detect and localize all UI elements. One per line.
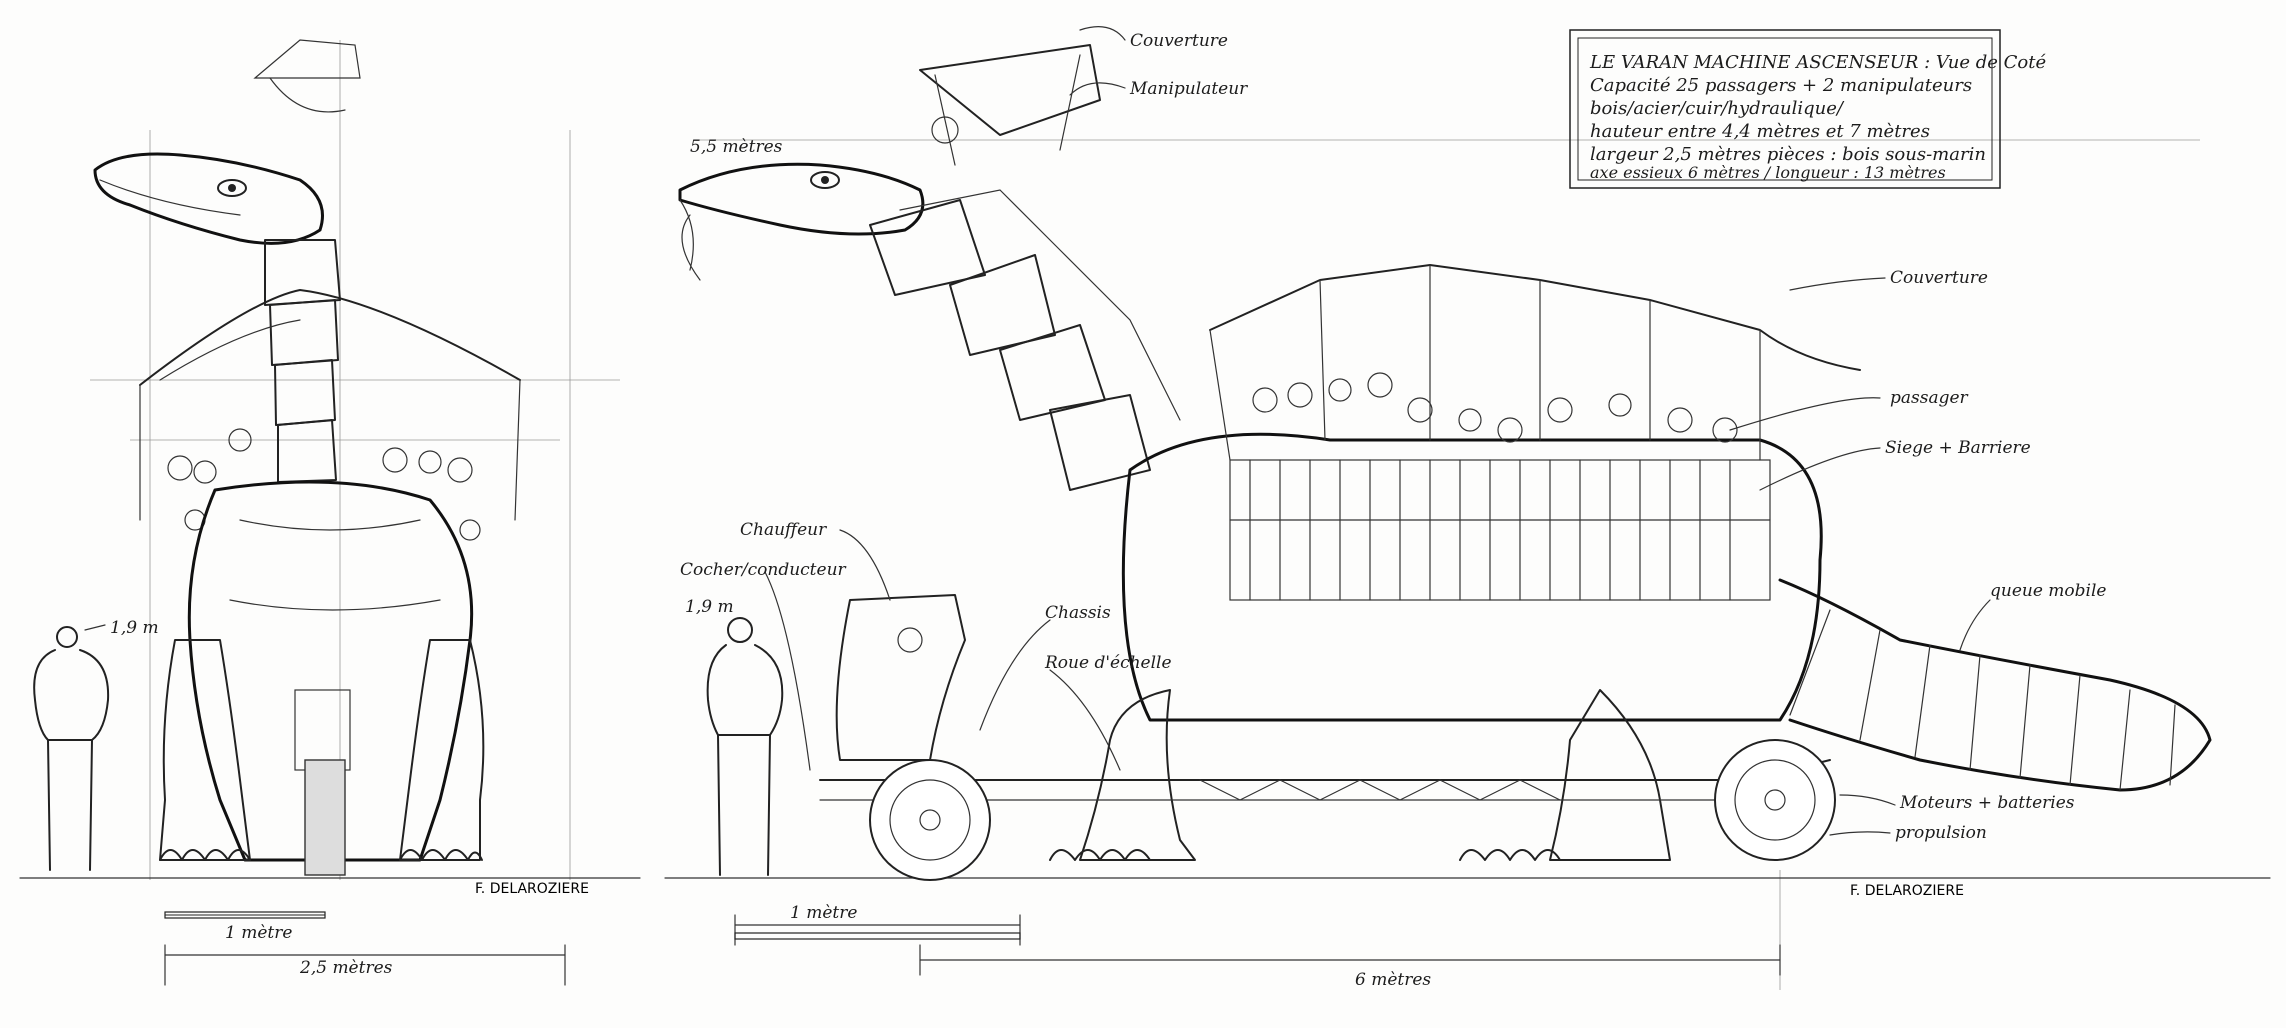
label-queue: queue mobile [1990,581,2106,601]
scale-left: 1 mètre 2,5 mètres [164,911,566,986]
construction-lines [90,40,2200,990]
spec-box: LE VARAN MACHINE ASCENSEUR : Vue de Coté… [1569,29,2046,189]
spec-line-6: axe essieux 6 mètres / longueur : 13 mèt… [1590,163,1946,182]
label-manipulateur: Manipulateur [1129,79,1248,99]
spec-line-1: LE VARAN MACHINE ASCENSEUR : Vue de Coté [1589,52,2046,73]
label-siege: Siege + Barriere [1885,438,2031,458]
label-chauffeur: Chauffeur [740,520,827,540]
front-eye-icon [217,179,247,197]
leader-lines [764,26,1991,836]
signature-right: F. DELAROZIERE [1850,883,1964,899]
label-couverture-top: Couverture [1130,31,1228,51]
label-couverture-right: Couverture [1890,268,1988,288]
label-moteurs: Moteurs + batteries [1899,793,2075,813]
label-propulsion: propulsion [1895,823,1987,843]
front-view [33,39,521,876]
scale-left-meter: 1 mètre [225,923,292,943]
scale-right-axle: 6 mètres [1355,970,1431,990]
spec-line-5: largeur 2,5 mètres pièces : bois sous-ma… [1590,144,1986,165]
scale-right: 1 mètre 6 mètres [734,903,1781,990]
side-view [678,44,2212,881]
front-human-figure [33,626,110,871]
signature-left: F. DELAROZIERE [475,881,589,897]
side-human-figure [706,617,784,876]
front-wheel [869,759,991,881]
label-passager: passager [1890,388,1969,408]
annotations: Couverture Manipulateur 5,5 mètres Couve… [110,31,2106,843]
spec-line-4: hauteur entre 4,4 mètres et 7 mètres [1590,121,1930,142]
rear-wheel [1714,739,1836,861]
label-human-height-right: 1,9 m [685,597,734,617]
label-roue: Roue d'échelle [1044,653,1172,673]
label-human-height-left: 1,9 m [110,618,159,638]
scale-left-width: 2,5 mètres [299,958,393,978]
spec-line-2: Capacité 25 passagers + 2 manipulateurs [1590,75,1972,96]
side-eye-icon [810,171,840,189]
scale-right-meter: 1 mètre [790,903,857,923]
label-height: 5,5 mètres [690,137,783,157]
spec-line-3: bois/acier/cuir/hydraulique/ [1590,98,1845,119]
label-cocher: Cocher/conducteur [680,560,847,580]
label-chassis: Chassis [1045,603,1111,623]
